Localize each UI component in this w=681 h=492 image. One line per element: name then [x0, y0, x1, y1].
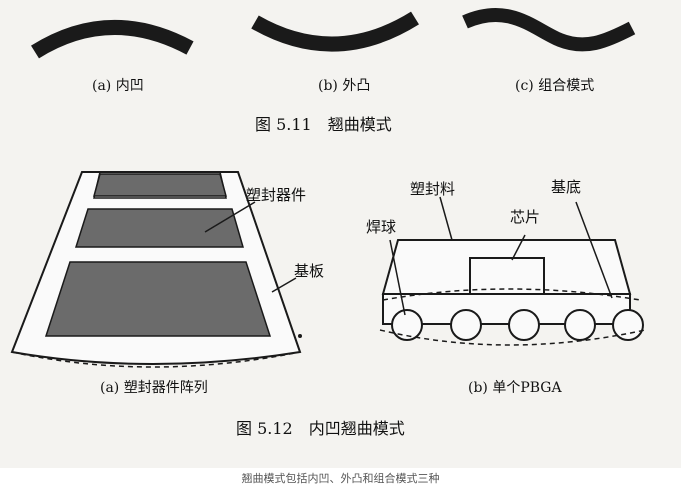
- warped-dashed-edge-top: [382, 288, 641, 301]
- molded-device-middle: [74, 208, 244, 248]
- label-solder-ball: 焊球: [366, 218, 396, 236]
- sub-caption-device-array: (a) 塑封器件阵列: [100, 380, 208, 396]
- combined-strip: [462, 8, 636, 52]
- devices-leader: [204, 201, 256, 233]
- chip-leader: [511, 234, 526, 261]
- label-substrate-left: 基板: [294, 262, 324, 280]
- sub-caption-pbga: (b) 单个PBGA: [468, 380, 562, 396]
- solder-ball: [450, 309, 482, 341]
- page-caption: 翘曲模式包括内凹、外凸和组合模式三种: [0, 468, 681, 492]
- mold-leader: [439, 196, 453, 241]
- molded-device-top: [93, 173, 227, 197]
- molded-device-bottom: [44, 261, 272, 337]
- ink-dot: [298, 334, 302, 338]
- figure-5-11-caption: 图 5.11 翘曲模式: [255, 115, 392, 134]
- sub-caption-concave: (a) 内凹: [92, 78, 144, 94]
- concave-strip: [31, 20, 194, 59]
- substrate-leader-right: [575, 201, 613, 299]
- solder-ball: [612, 309, 644, 341]
- label-chip: 芯片: [510, 208, 540, 226]
- solder-ball: [508, 309, 540, 341]
- solder-ball: [564, 309, 596, 341]
- convex-strip: [251, 11, 419, 52]
- label-mold-compound: 塑封料: [410, 180, 455, 198]
- substrate-leader: [271, 277, 297, 293]
- sub-caption-convex: (b) 外凸: [318, 78, 370, 94]
- chip: [469, 257, 545, 295]
- warped-dashed-edge-bottom: [379, 329, 646, 346]
- label-molded-devices: 塑封器件: [246, 186, 306, 204]
- label-substrate-right: 基底: [551, 178, 581, 196]
- solder-ball: [391, 309, 423, 341]
- pbga-diagram: [379, 196, 646, 346]
- sub-caption-combined: (c) 组合模式: [515, 78, 594, 94]
- device-array-diagram: [10, 171, 302, 368]
- figure-5-12-caption: 图 5.12 内凹翘曲模式: [236, 419, 405, 438]
- ball-leader: [389, 239, 406, 316]
- warped-dashed-edge: [11, 351, 301, 368]
- warpage-figure: (a) 内凹 (b) 外凸 (c) 组合模式 图 5.11 翘曲模式 塑封器件 …: [10, 8, 646, 438]
